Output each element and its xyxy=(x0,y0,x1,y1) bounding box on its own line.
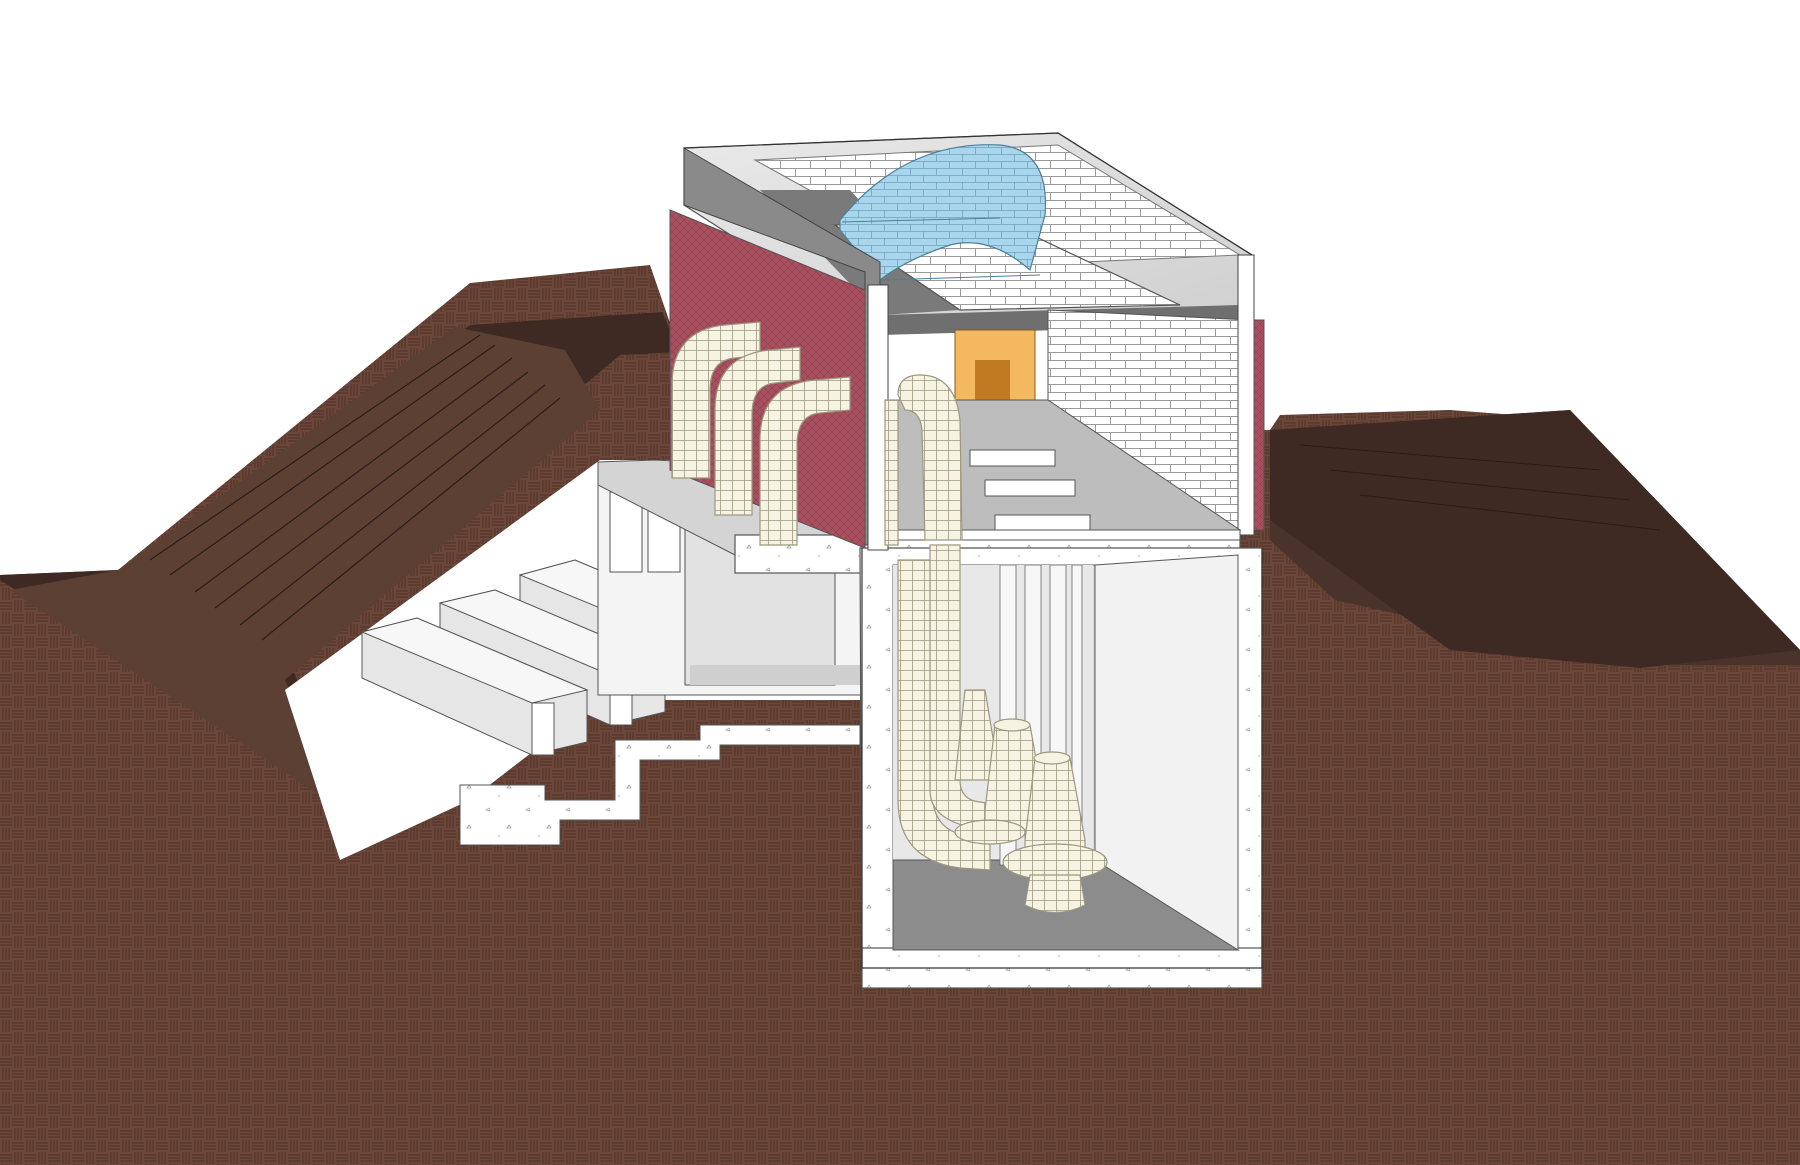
discharge-pipes xyxy=(671,321,963,546)
glazed-vaulted-skylight xyxy=(839,144,1047,281)
submersible-pumps xyxy=(897,544,1108,914)
sloped-earth-embankment xyxy=(0,312,680,812)
sloped-earth-embankment-right xyxy=(1270,410,1800,668)
outline-accents xyxy=(683,132,1263,969)
